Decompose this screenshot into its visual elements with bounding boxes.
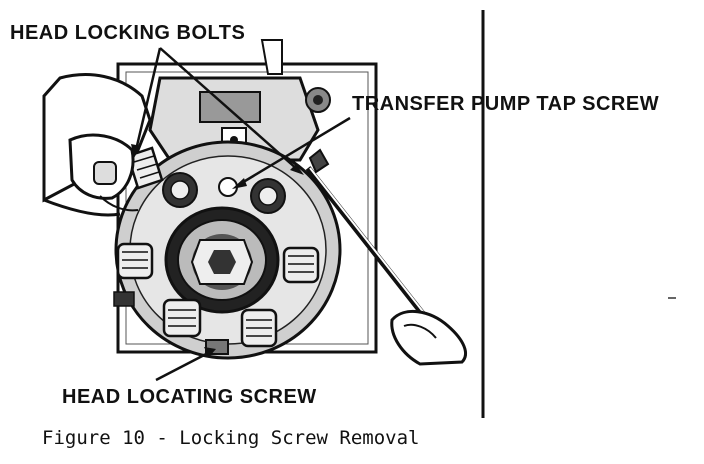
head-bolts bbox=[113, 146, 320, 355]
bolt-right bbox=[282, 246, 320, 284]
bolt-left bbox=[116, 242, 154, 280]
leader-bolts-1 bbox=[134, 47, 162, 151]
bolt-bottom-left bbox=[162, 298, 202, 338]
leader-lines bbox=[134, 47, 351, 382]
leader-tap-screw bbox=[239, 116, 351, 186]
bolt-upper-left bbox=[126, 146, 164, 190]
bolt-bottom-right bbox=[240, 308, 278, 348]
bolt-top-left bbox=[162, 172, 198, 208]
leader-locating-screw bbox=[155, 350, 211, 382]
side-fitting bbox=[113, 291, 135, 307]
arrowhead-bolts bbox=[131, 144, 141, 158]
hand-left bbox=[42, 73, 152, 217]
arrowhead-locating-screw bbox=[204, 347, 216, 357]
figure-caption: Figure 10 - Locking Screw Removal bbox=[42, 427, 420, 449]
bolt-top-right bbox=[250, 178, 286, 214]
leader-bolts-2 bbox=[159, 47, 299, 171]
arrowhead-bolts-2 bbox=[290, 164, 304, 175]
pump-upper-body bbox=[148, 39, 331, 162]
hand-right bbox=[390, 309, 467, 366]
arrowhead-tap-screw bbox=[232, 178, 247, 189]
label-transfer-pump-tap-screw: TRANSFER PUMP TAP SCREW bbox=[352, 93, 660, 115]
label-head-locking-bolts: HEAD LOCKING BOLTS bbox=[10, 22, 246, 44]
label-head-locating-screw: HEAD LOCATING SCREW bbox=[62, 386, 317, 408]
